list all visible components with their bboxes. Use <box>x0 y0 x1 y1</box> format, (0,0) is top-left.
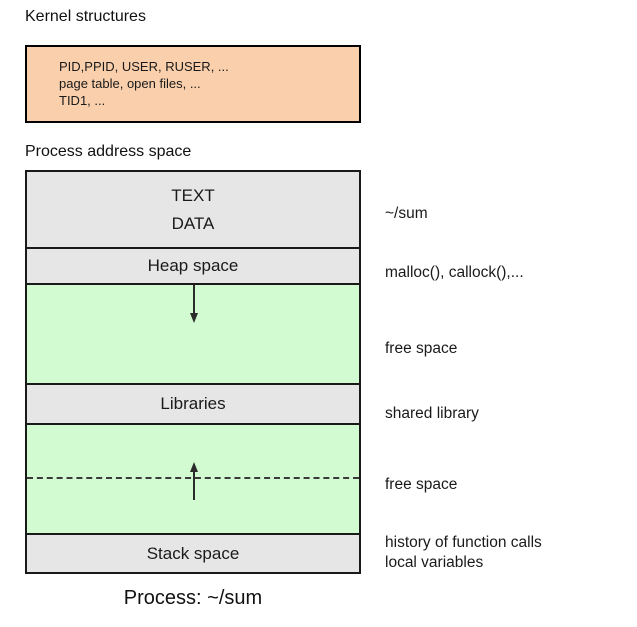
annotation-free-space-upper: free space <box>385 340 458 357</box>
kernel-line-threads: TID1, ... <box>59 93 106 108</box>
band-libraries: Libraries <box>27 385 359 425</box>
process-name-caption: Process: ~/sum <box>123 587 263 609</box>
band-text-data-labels: TEXT DATA <box>171 182 214 238</box>
annotation-heap: malloc(), callock(),... <box>385 264 524 281</box>
kernel-structures-caption: Kernel structures <box>25 8 146 25</box>
band-label-libraries: Libraries <box>160 394 226 413</box>
band-text-data: TEXT DATA <box>27 172 359 249</box>
annotation-stack-line-2: local variables <box>385 554 484 571</box>
annotation-libraries: shared library <box>385 405 479 422</box>
band-label-data: DATA <box>171 213 215 233</box>
stack-growth-up-arrow <box>190 462 198 500</box>
kernel-line-resources: page table, open files, ... <box>59 76 201 91</box>
kernel-structures-text: PID,PPID, USER, RUSER, ... page table, o… <box>59 58 229 109</box>
band-heap-space: Heap space <box>27 249 359 285</box>
kernel-structures-box: PID,PPID, USER, RUSER, ... page table, o… <box>25 45 361 123</box>
annotation-free-space-lower: free space <box>385 476 458 493</box>
band-label-stack: Stack space <box>146 543 240 563</box>
kernel-line-identifiers: PID,PPID, USER, RUSER, ... <box>59 59 229 74</box>
band-stack-space: Stack space <box>27 535 359 572</box>
annotation-text-data: ~/sum <box>385 205 428 222</box>
process-address-space-caption: Process address space <box>25 143 192 160</box>
annotation-stack: history of function calls local variable… <box>385 533 542 573</box>
annotation-stack-line-1: history of function calls <box>385 534 542 551</box>
process-address-space-box: TEXT DATA Heap space Libraries Stack spa… <box>25 170 361 574</box>
heap-growth-down-arrow <box>190 285 198 323</box>
band-label-heap: Heap space <box>147 256 239 275</box>
band-label-text: TEXT <box>171 185 215 205</box>
